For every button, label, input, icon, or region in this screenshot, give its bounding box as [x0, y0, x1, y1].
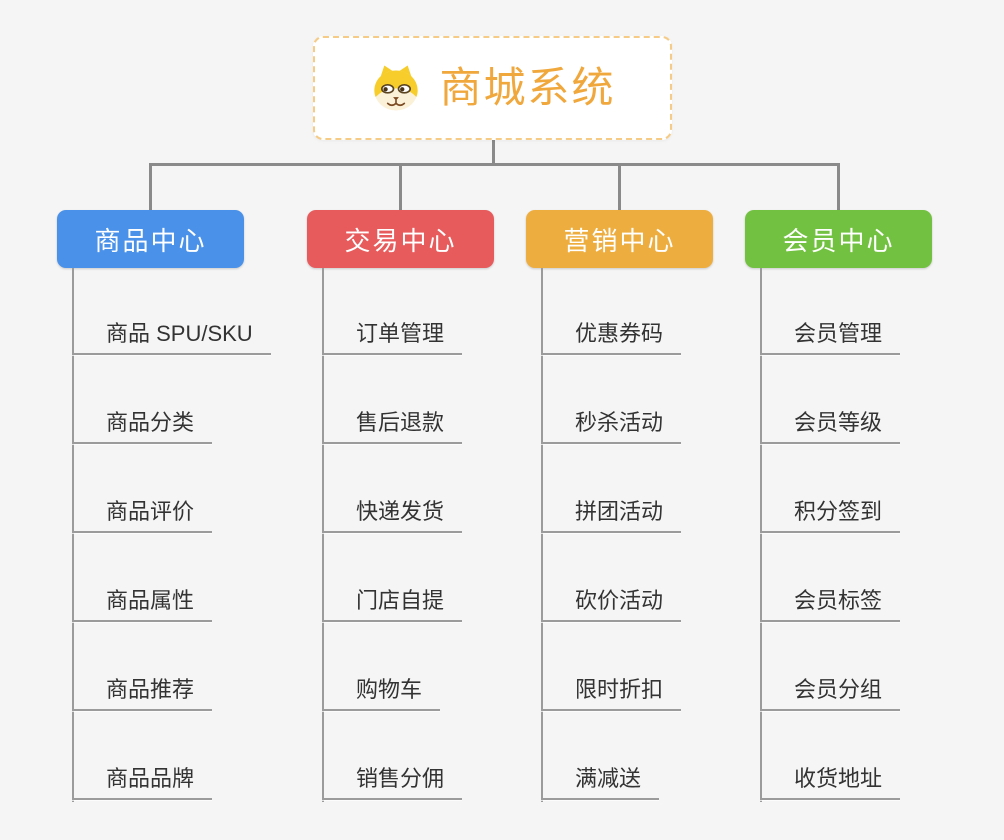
leaf-node[interactable]: 商品推荐	[72, 676, 213, 711]
branch-spine	[72, 268, 74, 802]
leaf-node[interactable]: 收货地址	[760, 765, 901, 800]
branch-trade-center: 交易中心 订单管理 售后退款 快递发货 门店自提 购物车 销售分佣	[307, 210, 494, 802]
leaf-node[interactable]: 限时折扣	[541, 676, 682, 711]
leaf-node[interactable]: 优惠券码	[541, 320, 682, 355]
leaf-node[interactable]: 会员管理	[760, 320, 901, 355]
branch-node-member-center[interactable]: 会员中心	[745, 210, 932, 268]
leaf-node[interactable]: 购物车	[322, 676, 441, 711]
leaf-node[interactable]: 商品分类	[72, 409, 213, 444]
branch-product-center: 商品中心 商品 SPU/SKU 商品分类 商品评价 商品属性 商品推荐 商品品牌	[57, 210, 271, 802]
leaf-node[interactable]: 满减送	[541, 765, 660, 800]
branch-spine	[760, 268, 762, 802]
leaf-node[interactable]: 销售分佣	[322, 765, 463, 800]
leaf-node[interactable]: 会员等级	[760, 409, 901, 444]
leaf-node[interactable]: 商品属性	[72, 587, 213, 622]
leaf-node[interactable]: 快递发货	[322, 498, 463, 533]
branch-node-marketing-center[interactable]: 营销中心	[526, 210, 713, 268]
connector-drop-member-center	[837, 163, 840, 211]
shiba-dog-icon	[369, 63, 423, 113]
branch-member-center: 会员中心 会员管理 会员等级 积分签到 会员标签 会员分组 收货地址	[745, 210, 932, 802]
branch-node-product-center[interactable]: 商品中心	[57, 210, 244, 268]
leaf-node[interactable]: 拼团活动	[541, 498, 682, 533]
root-node[interactable]: 商城系统	[313, 36, 672, 140]
leaf-node[interactable]: 会员标签	[760, 587, 901, 622]
branch-spine	[322, 268, 324, 802]
leaf-node[interactable]: 商品评价	[72, 498, 213, 533]
leaf-node[interactable]: 秒杀活动	[541, 409, 682, 444]
connector-drop-trade-center	[399, 163, 402, 211]
leaf-node[interactable]: 售后退款	[322, 409, 463, 444]
root-title: 商城系统	[439, 64, 616, 111]
leaf-node[interactable]: 门店自提	[322, 587, 463, 622]
leaf-node[interactable]: 积分签到	[760, 498, 901, 533]
connector-drop-product-center	[149, 163, 152, 211]
connector-rail	[149, 163, 840, 166]
connector-drop-marketing-center	[618, 163, 621, 211]
leaf-node[interactable]: 商品 SPU/SKU	[72, 320, 271, 355]
leaf-node[interactable]: 砍价活动	[541, 587, 682, 622]
leaf-node[interactable]: 会员分组	[760, 676, 901, 711]
leaf-node[interactable]: 商品品牌	[72, 765, 213, 800]
branch-marketing-center: 营销中心 优惠券码 秒杀活动 拼团活动 砍价活动 限时折扣 满减送	[526, 210, 713, 802]
connector-root-drop	[492, 140, 495, 166]
branch-node-trade-center[interactable]: 交易中心	[307, 210, 494, 268]
branch-spine	[541, 268, 543, 802]
leaf-node[interactable]: 订单管理	[322, 320, 463, 355]
